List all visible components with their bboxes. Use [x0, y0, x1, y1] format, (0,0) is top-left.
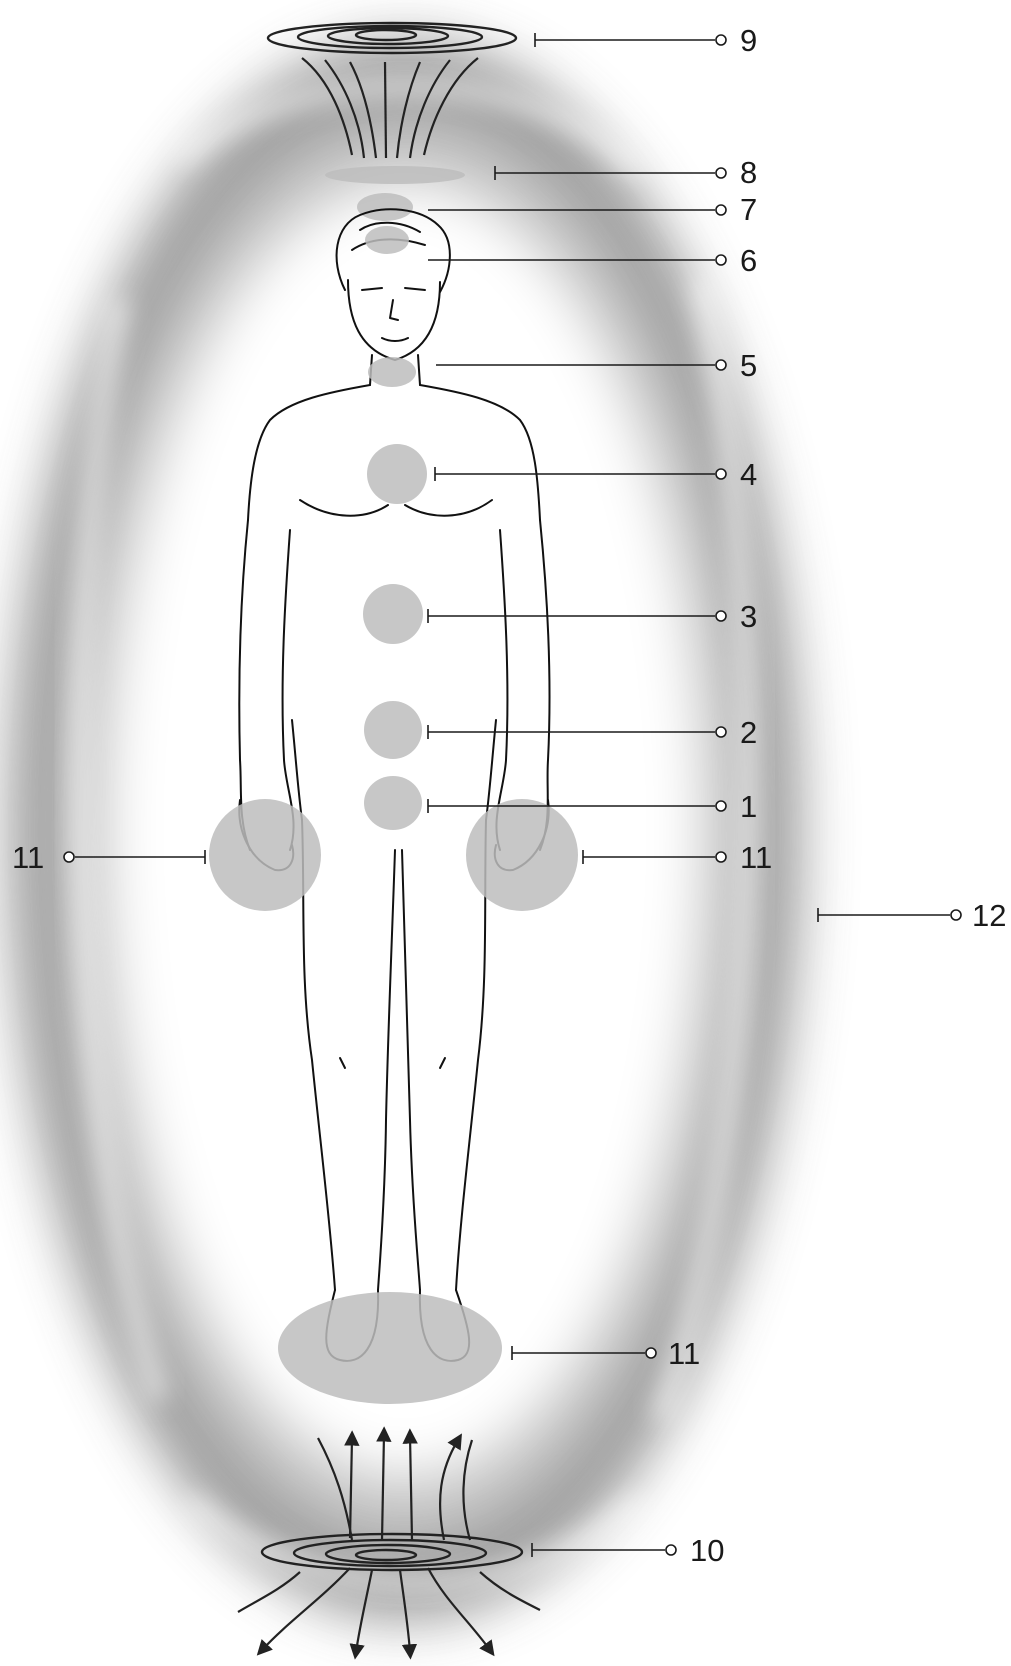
feet-chakra	[278, 1292, 502, 1404]
label-6: 6	[740, 243, 757, 278]
label-9: 9	[740, 23, 757, 58]
label-8: 8	[740, 155, 757, 190]
chakra-5-throat	[368, 357, 416, 387]
label-2: 2	[740, 715, 757, 750]
label-11-right: 11	[740, 840, 772, 875]
chakra-8-disc	[325, 166, 465, 184]
label-7: 7	[740, 192, 757, 227]
chakra-6	[365, 226, 409, 254]
label-10: 10	[690, 1533, 724, 1568]
chakra-4-heart	[367, 444, 427, 504]
label-11-feet: 11	[668, 1336, 700, 1371]
label-4: 4	[740, 457, 757, 492]
chakra-3-solar	[363, 584, 423, 644]
label-5: 5	[740, 348, 757, 383]
label-11-left: 11	[12, 840, 44, 875]
label-1: 1	[740, 789, 757, 824]
hand-chakra-left	[209, 799, 321, 911]
label-3: 3	[740, 599, 757, 634]
chakra-2-sacral	[364, 701, 422, 759]
label-12: 12	[972, 898, 1006, 933]
chakra-7	[357, 193, 413, 221]
hand-chakra-right	[466, 799, 578, 911]
chakra-1-root	[364, 776, 422, 830]
